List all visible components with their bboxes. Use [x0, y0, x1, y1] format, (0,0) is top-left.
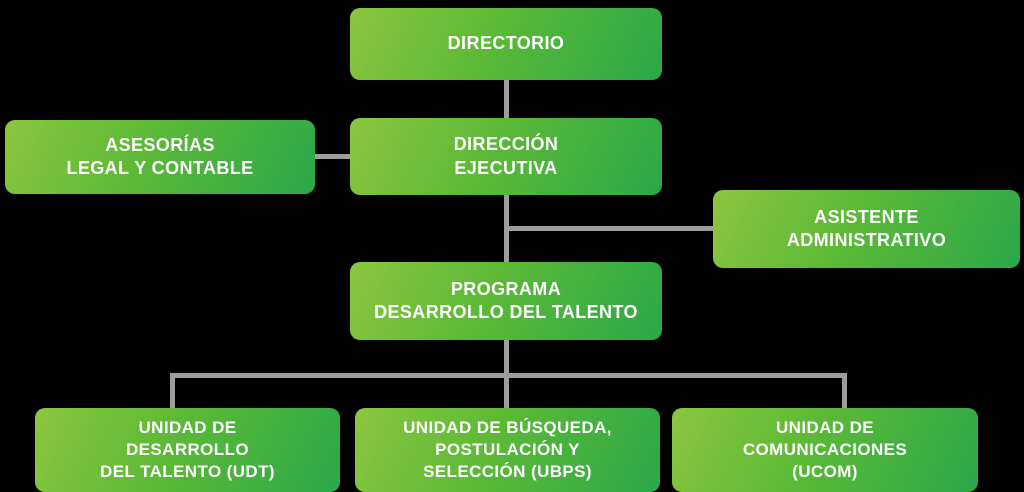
- node-direccion-ejecutiva: DIRECCIÓN EJECUTIVA: [350, 118, 662, 195]
- connector-directorio-direccion: [504, 80, 509, 118]
- node-unidad-busqueda-postulacion-seleccion: UNIDAD DE BÚSQUEDA, POSTULACIÓN Y SELECC…: [355, 408, 660, 492]
- connector-branch-ucom: [842, 373, 847, 408]
- connector-programa-branch: [504, 340, 509, 376]
- connector-branch-ubps: [504, 373, 509, 408]
- node-unidad-comunicaciones: UNIDAD DE COMUNICACIONES (UCOM): [672, 408, 978, 492]
- connector-direccion-asistente: [506, 226, 713, 231]
- connector-branch-udt: [170, 373, 175, 408]
- node-directorio: DIRECTORIO: [350, 8, 662, 80]
- node-asistente-administrativo: ASISTENTE ADMINISTRATIVO: [713, 190, 1020, 268]
- connector-asesorias-direccion: [315, 154, 350, 159]
- node-asesorias-legal-contable: ASESORÍAS LEGAL Y CONTABLE: [5, 120, 315, 194]
- node-programa-desarrollo-talento: PROGRAMA DESARROLLO DEL TALENTO: [350, 262, 662, 340]
- node-unidad-desarrollo-talento: UNIDAD DE DESARROLLO DEL TALENTO (UDT): [35, 408, 340, 492]
